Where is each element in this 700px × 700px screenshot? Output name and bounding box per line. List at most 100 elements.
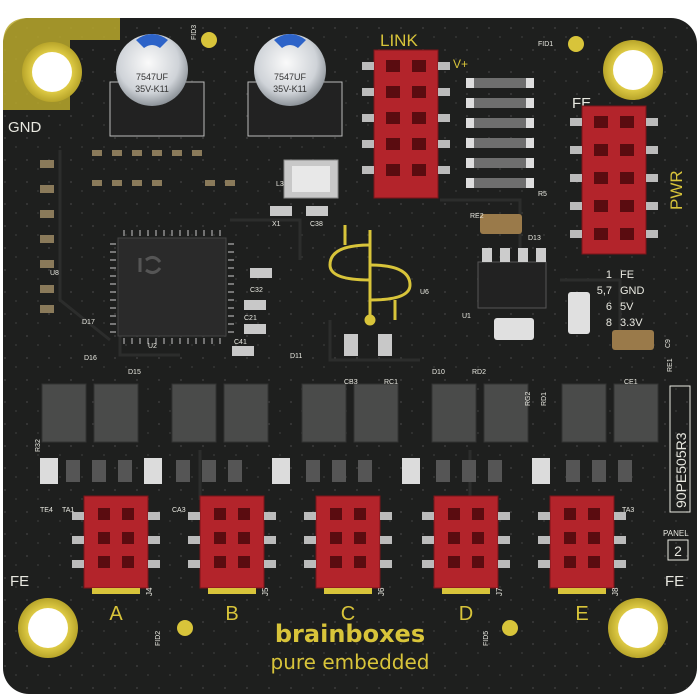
svg-text:RE1: RE1: [667, 358, 674, 372]
svg-text:FID2: FID2: [155, 631, 162, 646]
main-microcontroller: [110, 230, 234, 344]
connector-ref: J4: [145, 587, 154, 596]
svg-text:TA1: TA1: [62, 507, 74, 514]
svg-text:TA3: TA3: [622, 507, 634, 514]
resistor-array: [466, 78, 534, 188]
link-header-connector: [362, 49, 450, 199]
port-label-d: D: [459, 603, 473, 625]
designator-labels: FID1 FID2 FID3 FID5 D15 D16 D17 U1 U2 U6…: [35, 25, 674, 646]
part-number: 90PE505R3: [673, 432, 689, 508]
voltage-regulator: [477, 248, 547, 309]
svg-text:RD1: RD1: [541, 392, 548, 406]
svg-text:GND: GND: [620, 285, 645, 297]
port-connector-a: [72, 495, 160, 594]
capacitor-value: 7547UF: [274, 72, 307, 82]
svg-text:RG2: RG2: [525, 392, 532, 407]
port-connector-e: [538, 495, 626, 594]
port-label-c: C: [341, 603, 355, 625]
fiducial: [201, 32, 217, 48]
svg-text:1: 1: [606, 269, 612, 281]
part-number-box: [669, 385, 691, 513]
power-pinout-legend: 1 FE 5,7 GND 6 5V 8 3.3V: [597, 269, 645, 329]
isolation-module-row: [41, 383, 659, 443]
svg-text:D16: D16: [84, 355, 97, 362]
svg-text:U1: U1: [462, 313, 471, 320]
svg-text:C38: C38: [310, 221, 323, 228]
svg-text:C41: C41: [234, 339, 247, 346]
passive-components-left: [40, 150, 235, 313]
svg-text:D15: D15: [128, 369, 141, 376]
fiducial: [568, 36, 584, 52]
smd-components-center: [232, 206, 392, 356]
link-label: LINK: [380, 31, 418, 50]
svg-text:CA3: CA3: [172, 507, 186, 514]
svg-text:6: 6: [606, 301, 612, 313]
connector-ref: J7: [495, 587, 504, 596]
svg-text:RE2: RE2: [470, 213, 484, 220]
svg-text:5V: 5V: [620, 301, 634, 313]
svg-text:FID1: FID1: [538, 41, 553, 48]
port-label-b: B: [225, 603, 238, 625]
svg-text:CE1: CE1: [624, 379, 638, 386]
pwr-label: PWR: [667, 170, 686, 210]
brand-name-right: boxes: [345, 620, 426, 648]
electrolytic-capacitor-c44: 7547UF 35V-K11: [109, 34, 205, 137]
vplus-label: V+: [453, 57, 468, 71]
panel-number-box: [667, 539, 689, 561]
svg-text:D11: D11: [290, 353, 302, 360]
connector-ref: J8: [611, 587, 620, 596]
ceramic-capacitor: [494, 318, 534, 340]
fiducial: [177, 620, 193, 636]
brand-tagline: pure embedded: [270, 650, 430, 674]
capacitor-rating: 35V-K11: [135, 84, 169, 94]
svg-text:FID5: FID5: [483, 631, 490, 646]
svg-text:5,7: 5,7: [597, 285, 612, 297]
svg-text:FE: FE: [620, 269, 634, 281]
svg-text:FID3: FID3: [191, 25, 198, 40]
brand-logo: brainboxes: [0, 620, 700, 648]
capacitor-value: 7547UF: [136, 72, 169, 82]
svg-text:RD2: RD2: [472, 369, 486, 376]
port-connector-c: [304, 495, 392, 594]
esd-protection-row: [40, 458, 632, 484]
port-connector-b: [188, 495, 276, 594]
svg-text:R32: R32: [35, 439, 42, 452]
port-connector-d: [422, 495, 510, 594]
isolation-barrier-symbol: [328, 225, 412, 326]
svg-text:C21: C21: [244, 315, 257, 322]
svg-text:D10: D10: [432, 369, 445, 376]
svg-text:RC1: RC1: [384, 379, 398, 386]
fe-label-bottom-left: FE: [10, 573, 29, 590]
svg-text:C9: C9: [665, 339, 672, 348]
brand-name-left: brain: [274, 620, 346, 648]
fiducial: [502, 620, 518, 636]
port-label-a: A: [109, 603, 123, 625]
mounting-hole-bottom-left: [18, 598, 78, 658]
power-header-connector: [570, 105, 658, 255]
mounting-hole-top-right: [603, 40, 663, 100]
svg-text:X1: X1: [272, 221, 281, 228]
svg-text:C32: C32: [250, 287, 263, 294]
svg-text:3.3V: 3.3V: [620, 317, 643, 329]
electrolytic-capacitor-c45: 7547UF 35V-K11: [247, 34, 343, 137]
crystal-x1: [283, 159, 339, 199]
svg-text:TE4: TE4: [40, 507, 53, 514]
connector-ref: J6: [377, 587, 386, 596]
svg-text:R5: R5: [538, 191, 547, 198]
panel-number: 2: [674, 543, 682, 559]
fe-label-bottom-right: FE: [665, 573, 684, 590]
mounting-hole-top-left: [22, 42, 82, 102]
connector-ref: J5: [261, 587, 270, 596]
capacitor-rating: 35V-K11: [273, 84, 307, 94]
gnd-label: GND: [8, 119, 42, 136]
tantalum-capacitor: [612, 330, 654, 350]
tantalum-capacitor: [480, 214, 522, 234]
svg-text:L3: L3: [276, 181, 284, 188]
ceramic-capacitor: [568, 292, 590, 334]
chip-logo: [138, 255, 162, 275]
svg-text:U8: U8: [50, 270, 59, 277]
svg-text:D13: D13: [528, 235, 541, 242]
svg-text:U6: U6: [420, 289, 429, 296]
svg-text:D17: D17: [82, 319, 95, 326]
